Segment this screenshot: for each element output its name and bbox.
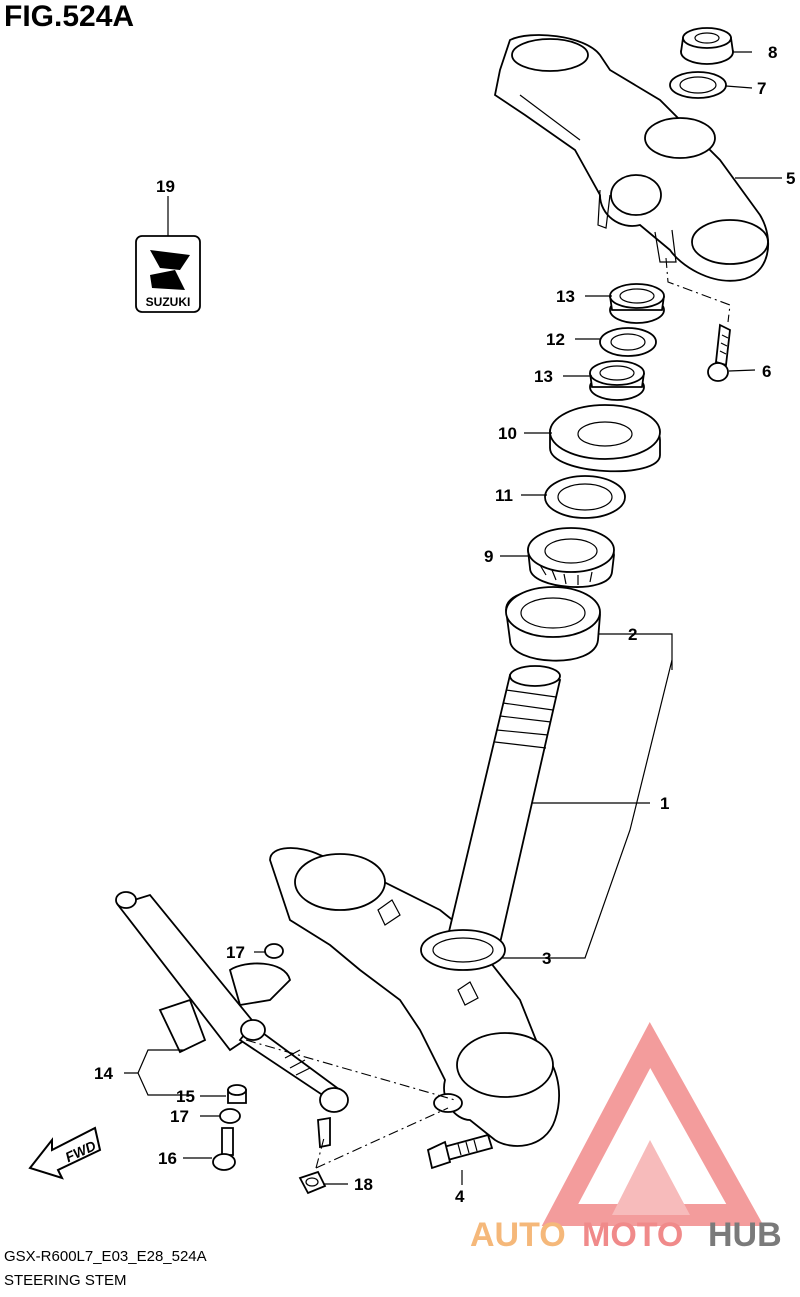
label-17-lower: 17 xyxy=(170,1107,189,1126)
stem-nut xyxy=(680,27,734,65)
pinch-bolt xyxy=(426,1133,494,1170)
label-12: 12 xyxy=(546,330,565,349)
lock-nut-lower xyxy=(589,360,645,401)
label-13-upper: 13 xyxy=(556,287,575,306)
label-8: 8 xyxy=(768,43,777,62)
lock-washer xyxy=(599,327,657,357)
steering-stem-tube xyxy=(445,665,562,954)
suzuki-emblem: SUZUKI xyxy=(135,235,201,313)
watermark-auto: AUTO xyxy=(470,1216,566,1254)
damper-nut xyxy=(298,1170,327,1195)
label-16: 16 xyxy=(158,1149,177,1168)
washer-lower xyxy=(219,1108,241,1124)
label-19: 19 xyxy=(156,177,175,196)
fwd-arrow: FWD xyxy=(28,1126,102,1180)
label-4: 4 xyxy=(455,1187,465,1206)
emblem-text: SUZUKI xyxy=(146,295,191,309)
seal-washer xyxy=(544,475,626,519)
washer-upper xyxy=(264,943,284,959)
damper-bolt xyxy=(212,1127,236,1171)
watermark-hub: HUB xyxy=(708,1216,782,1254)
label-14: 14 xyxy=(94,1064,113,1083)
washer xyxy=(669,71,727,99)
label-9: 9 xyxy=(484,547,493,566)
diagram-caption: STEERING STEM xyxy=(4,1272,127,1289)
label-2: 2 xyxy=(628,625,637,644)
steering-damper xyxy=(115,891,349,1149)
lower-bracket xyxy=(269,847,560,1147)
figure-title: FIG.524A xyxy=(4,0,135,33)
label-15: 15 xyxy=(176,1087,195,1106)
watermark-moto: MOTO xyxy=(582,1216,683,1254)
label-10: 10 xyxy=(498,424,517,443)
collar xyxy=(227,1084,247,1104)
label-7: 7 xyxy=(757,79,766,98)
label-6: 6 xyxy=(762,362,771,381)
label-5: 5 xyxy=(786,169,795,188)
label-11: 11 xyxy=(495,486,513,505)
dust-seal xyxy=(549,404,661,473)
upper-bracket xyxy=(493,34,769,282)
watermark-logo xyxy=(541,1021,764,1226)
label-3: 3 xyxy=(542,949,551,968)
diagram-code: GSX-R600L7_E03_E28_524A xyxy=(4,1248,207,1265)
label-17-upper: 17 xyxy=(226,943,245,962)
label-1: 1 xyxy=(660,794,669,813)
label-18: 18 xyxy=(354,1175,373,1194)
upper-bearing xyxy=(527,527,615,588)
bearing-race xyxy=(505,586,601,662)
leader-lines xyxy=(124,51,782,1185)
label-13-lower: 13 xyxy=(534,367,553,386)
lower-race xyxy=(420,929,506,971)
clamp-bolt xyxy=(707,323,731,382)
watermark-text: AUTO MOTO HUB xyxy=(470,1216,782,1254)
lock-nut-upper xyxy=(609,283,665,324)
